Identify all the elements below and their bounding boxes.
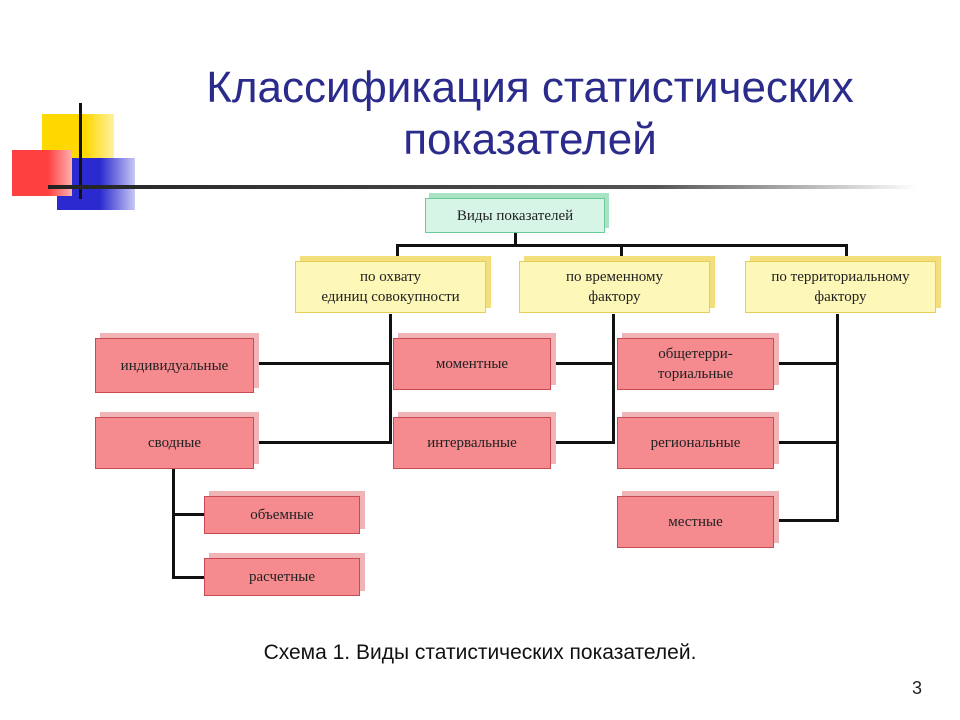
connector bbox=[620, 244, 623, 258]
connector bbox=[553, 362, 615, 365]
connector bbox=[389, 314, 392, 444]
connector bbox=[256, 441, 392, 444]
node-calculated: расчетные bbox=[204, 558, 360, 596]
root-node: Виды показателей bbox=[425, 198, 605, 233]
category-time: по временному фактору bbox=[519, 261, 710, 313]
node-general-territorial: общетерри- ториальные bbox=[617, 338, 774, 390]
connector bbox=[776, 441, 839, 444]
node-moment: моментные bbox=[393, 338, 551, 390]
node-individual: индивидуальные bbox=[95, 338, 254, 393]
page-number: 3 bbox=[912, 678, 923, 698]
node-volume: объемные bbox=[204, 496, 360, 534]
title-line-1: Классификация статистических bbox=[206, 63, 854, 112]
title-line-2: показателей bbox=[403, 115, 657, 164]
connector bbox=[836, 314, 839, 522]
node-regional: региональные bbox=[617, 417, 774, 469]
slide-title: Классификация статистических показателей bbox=[150, 62, 910, 166]
connector bbox=[172, 513, 204, 516]
connector bbox=[256, 362, 392, 365]
connector bbox=[845, 244, 848, 258]
connector bbox=[172, 469, 175, 579]
connector bbox=[553, 441, 615, 444]
node-interval: интервальные bbox=[393, 417, 551, 469]
category-territory: по территориальному фактору bbox=[745, 261, 936, 313]
connector bbox=[776, 362, 839, 365]
node-local: местные bbox=[617, 496, 774, 548]
connector bbox=[172, 576, 204, 579]
title-underline bbox=[48, 185, 918, 189]
deco-vertical-rule bbox=[79, 103, 82, 199]
node-summary: сводные bbox=[95, 417, 254, 469]
connector bbox=[514, 233, 517, 245]
deco-red-square bbox=[12, 150, 72, 196]
connector bbox=[612, 314, 615, 444]
connector bbox=[396, 244, 399, 258]
connector bbox=[776, 519, 839, 522]
figure-caption: Схема 1. Виды статистических показателей… bbox=[263, 641, 697, 664]
category-coverage: по охвату единиц совокупности bbox=[295, 261, 486, 313]
